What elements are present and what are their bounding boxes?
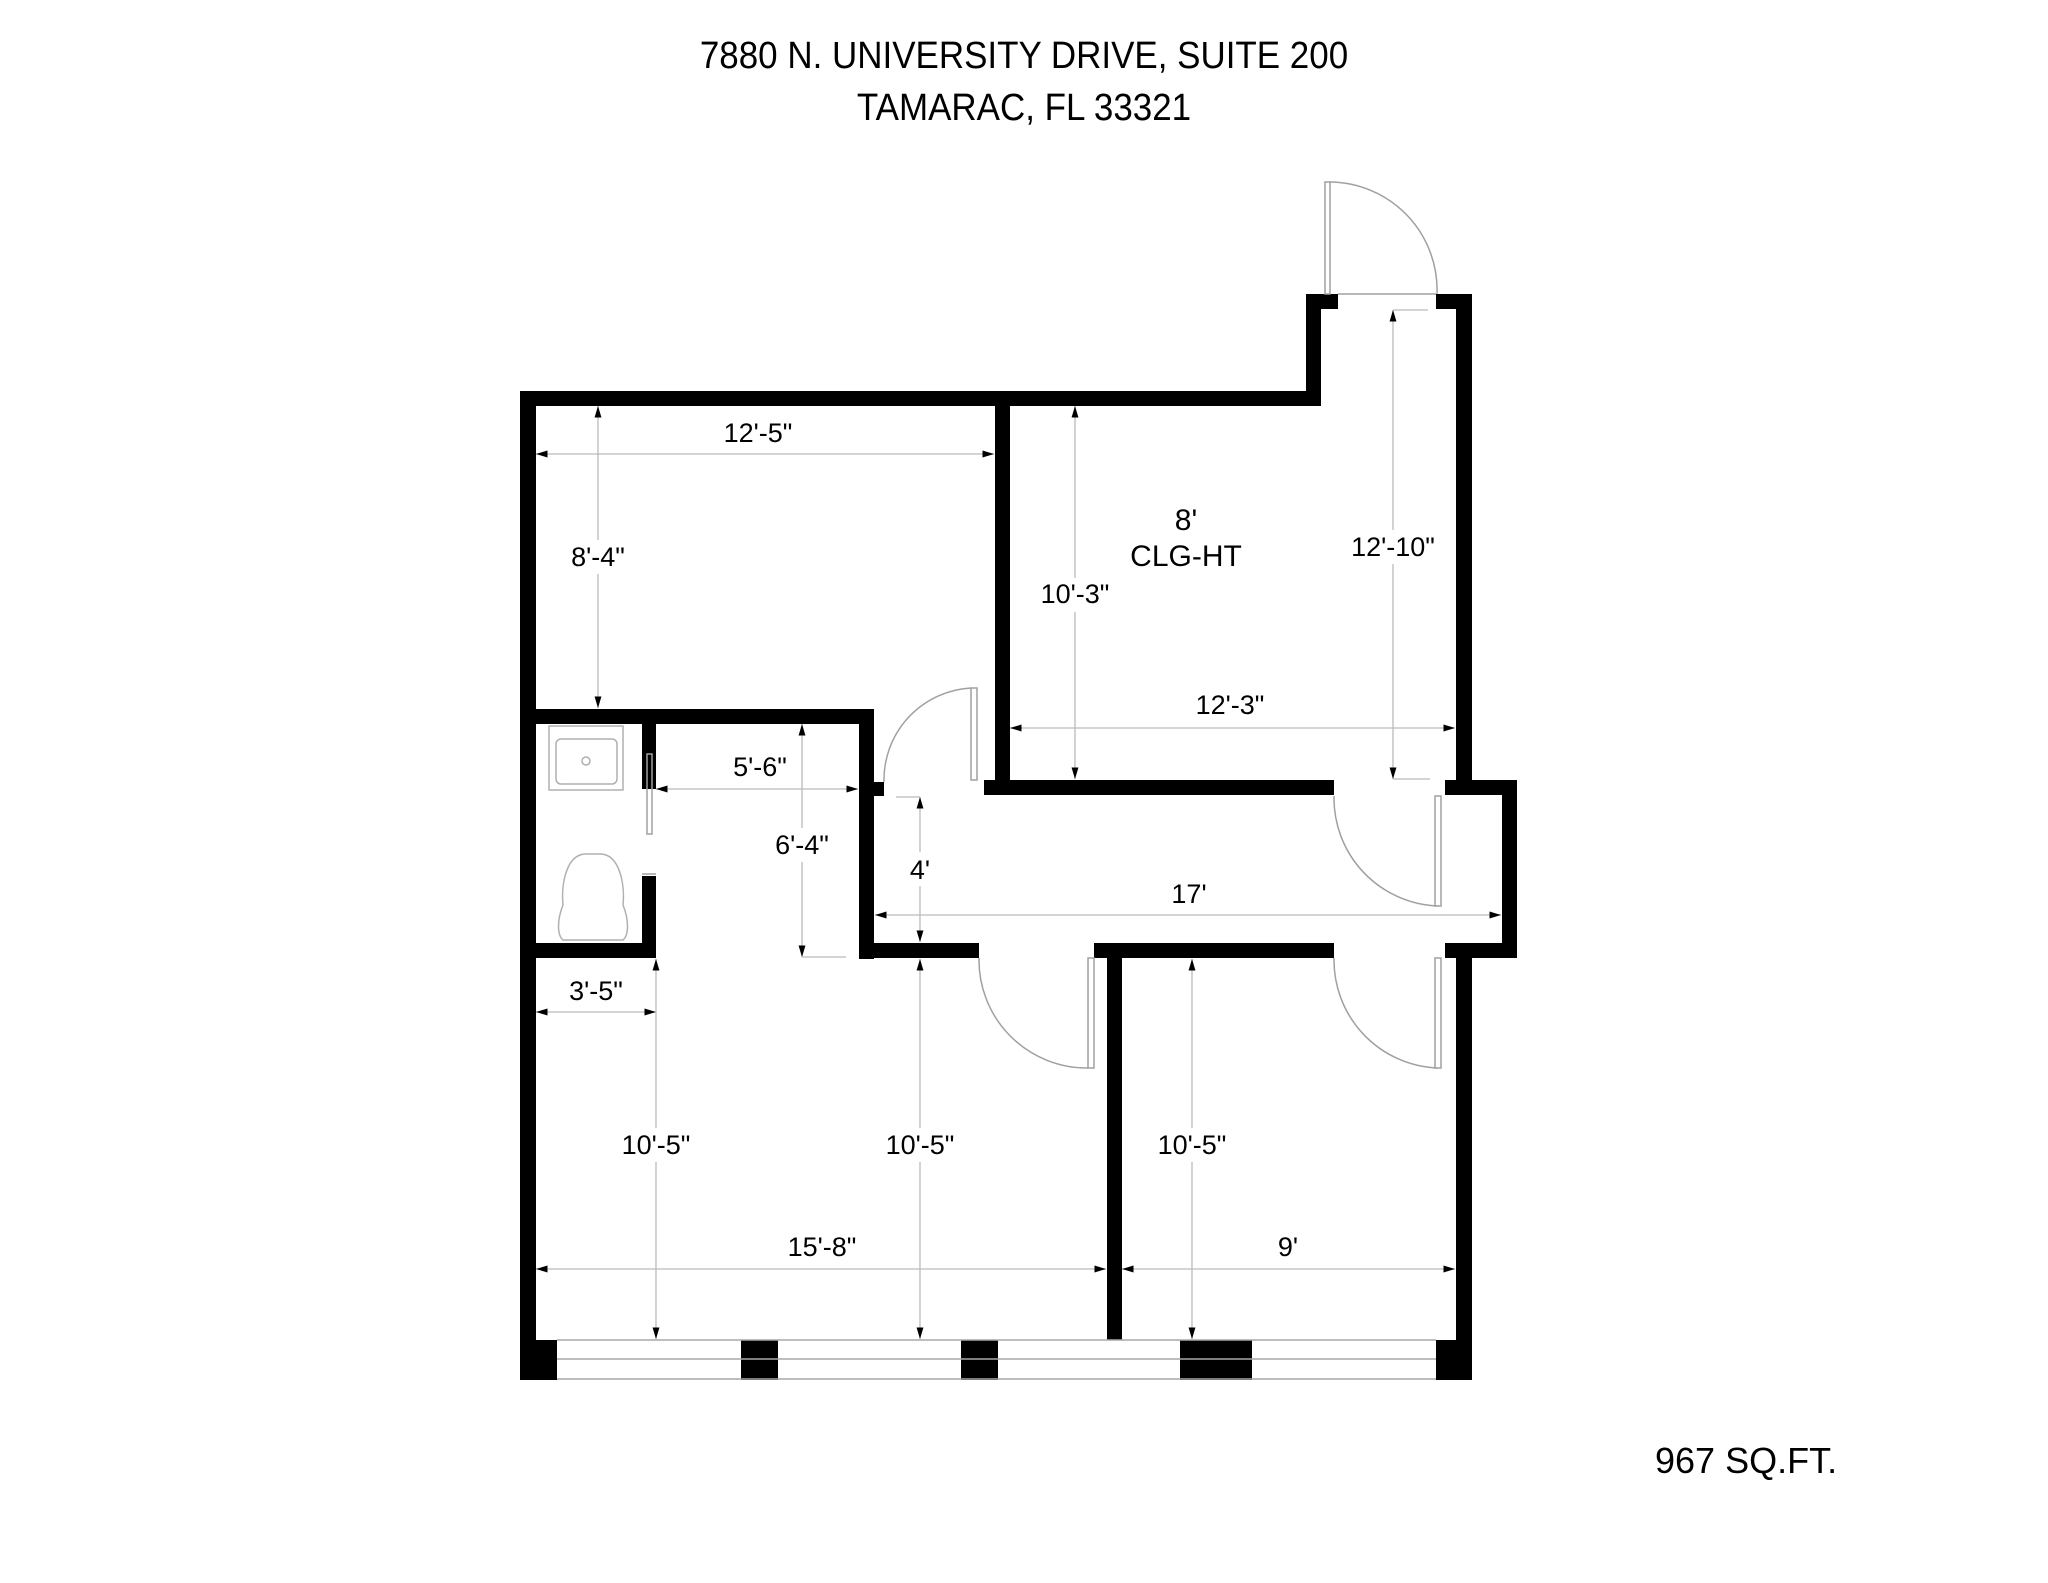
toilet-icon: [557, 853, 629, 941]
dim-top-left-depth: 8'-4": [571, 542, 625, 572]
pillar: [520, 1340, 557, 1380]
entry-door-icon: [1324, 181, 1438, 295]
address-line-2: TAMARAC, FL 33321: [856, 87, 1192, 129]
wall-stub: [859, 782, 884, 796]
dim-hall-length: 17': [1171, 879, 1206, 909]
dim-bath-depth: 6'-4": [775, 830, 829, 860]
wall-bath-right: [859, 709, 874, 959]
walls: [520, 294, 1517, 1380]
address-line-1: 7880 N. UNIVERSITY DRIVE, SUITE 200: [699, 35, 1349, 77]
door-top-left-room-icon: [883, 687, 978, 783]
windows: [557, 1339, 1436, 1380]
dim-hall-width: 4': [910, 855, 930, 885]
total-area: 967 SQ.FT.: [1655, 1440, 1838, 1481]
wall-bottom-divider: [1107, 958, 1122, 1340]
pillar: [1436, 1340, 1472, 1380]
hall-bottom-left: [859, 943, 979, 958]
outer-wall-right-upper: [1456, 294, 1472, 794]
fixtures: [548, 725, 629, 941]
dim-bath-width: 5'-6": [733, 752, 787, 782]
door-top-right-room-icon: [1333, 795, 1442, 907]
entry-jamb-left: [1306, 294, 1338, 309]
toilet-partition-upper: [642, 724, 656, 789]
bump-right: [1502, 780, 1517, 958]
dim-top-left-width: 12'-5": [724, 418, 793, 448]
outer-wall-left: [520, 391, 536, 1380]
bath-door-icon: [642, 753, 656, 875]
bump-bottom: [1445, 943, 1517, 958]
outer-wall-right-lower: [1456, 943, 1472, 1380]
wall-bath-top: [536, 709, 874, 724]
ceiling-height-label: CLG-HT: [1130, 540, 1242, 573]
dim-bottom-right-width: 9': [1278, 1232, 1298, 1262]
wall-top-right-bottom: [984, 780, 1334, 795]
outer-wall-step: [1306, 294, 1321, 406]
dim-bottom-left-offset: 3'-5": [569, 976, 623, 1006]
dim-top-right-right-depth: 12'-10": [1351, 532, 1435, 562]
dim-bottom-left-depth-mid: 10'-5": [886, 1130, 955, 1160]
dimension-labels: 12'-5" 8'-4" 8' CLG-HT 10'-3" 12'-10" 12…: [558, 417, 1451, 1262]
dim-bottom-right-depth: 10'-5": [1158, 1130, 1227, 1160]
wall-top-divider: [995, 406, 1010, 794]
ceiling-height-value: 8': [1175, 504, 1197, 537]
dim-bottom-left-depth-left: 10'-5": [622, 1130, 691, 1160]
door-bottom-right-room-icon: [1333, 957, 1442, 1069]
hall-bottom-mid: [1094, 943, 1334, 958]
outer-wall-top: [520, 391, 1321, 406]
dim-top-right-width: 12'-3": [1196, 690, 1265, 720]
pillar: [1180, 1340, 1252, 1380]
dim-bottom-left-width: 15'-8": [788, 1232, 857, 1262]
bump-top: [1445, 780, 1517, 795]
dimension-lines: [536, 309, 1501, 1339]
sink-icon: [548, 725, 624, 791]
toilet-partition-bottom: [536, 943, 656, 958]
dim-top-right-left-depth: 10'-3": [1041, 579, 1110, 609]
toilet-partition-lower: [642, 876, 656, 958]
doors: [642, 181, 1442, 1069]
pillar: [961, 1340, 998, 1380]
pillar: [741, 1340, 778, 1380]
door-bottom-left-room-icon: [978, 957, 1095, 1069]
